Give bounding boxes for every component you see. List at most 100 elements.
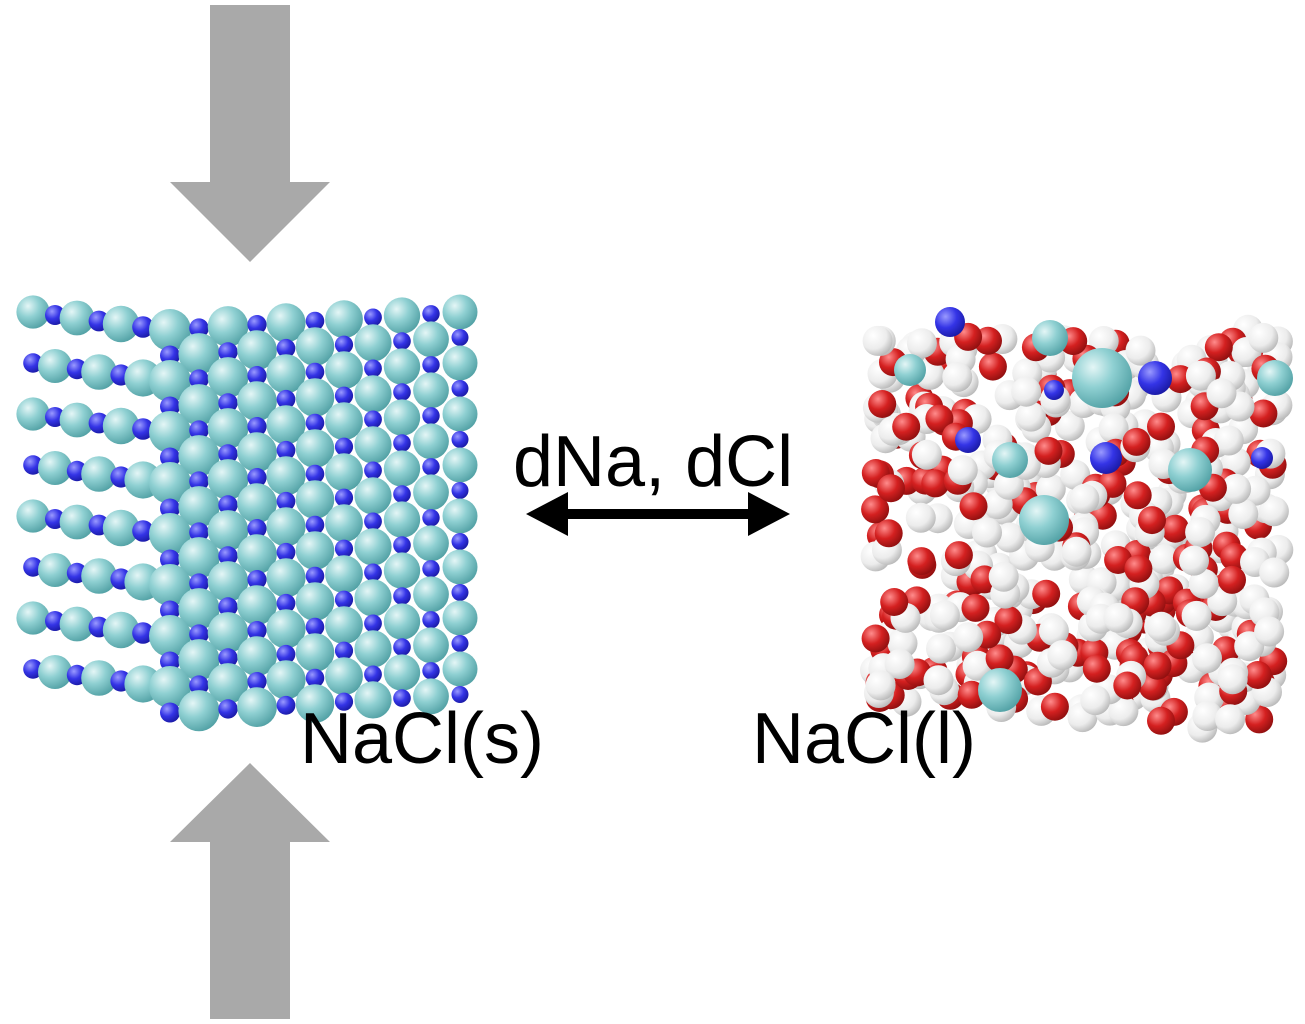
oxygen-atom xyxy=(868,390,897,418)
sodium-ion xyxy=(189,369,209,390)
chloride-ion xyxy=(102,305,140,343)
chloride-ion xyxy=(413,321,449,358)
hydrogen-atom xyxy=(926,633,956,664)
hydrogen-atom xyxy=(1217,664,1248,695)
sodium-ion xyxy=(218,393,238,413)
sodium-ion xyxy=(451,482,469,499)
sodium-ion xyxy=(334,539,354,558)
chloride-ion xyxy=(354,426,392,464)
chloride-ion xyxy=(16,601,50,635)
oxygen-atom xyxy=(1040,692,1069,721)
chloride-ion xyxy=(413,678,449,715)
sodium-ion xyxy=(393,638,411,656)
chloride-ion xyxy=(207,663,249,704)
oxygen-atom xyxy=(1124,554,1153,583)
oxygen-atom xyxy=(861,624,890,653)
sodium-ion xyxy=(276,593,296,613)
chloride-ion xyxy=(1032,320,1068,356)
oxygen-atom xyxy=(861,495,890,524)
chloride-ion xyxy=(325,555,363,594)
chloride-ion xyxy=(413,525,449,562)
chloride-ion xyxy=(1257,360,1293,396)
chloride-ion xyxy=(442,345,478,381)
chloride-ion xyxy=(16,499,50,533)
sodium-ion xyxy=(160,549,180,570)
hydrogen-atom xyxy=(906,328,937,359)
hydrogen-atom xyxy=(947,455,978,486)
hydrogen-atom xyxy=(1103,602,1134,633)
oxygen-atom xyxy=(1249,399,1278,428)
oxygen-atom xyxy=(1138,672,1167,701)
sodium-ion xyxy=(276,695,296,715)
sodium-ion xyxy=(189,318,209,339)
sodium-ion xyxy=(247,315,267,335)
hydrogen-atom xyxy=(1185,360,1216,391)
sodium-ion xyxy=(1251,447,1273,469)
chloride-ion xyxy=(207,510,249,551)
hydrogen-atom xyxy=(1254,616,1285,647)
chloride-ion xyxy=(149,564,191,606)
sodium-ion xyxy=(305,617,325,637)
sodium-ion xyxy=(393,587,411,605)
sodium-ion xyxy=(247,621,267,641)
oxygen-atom xyxy=(874,519,903,548)
chloride-ion xyxy=(442,498,478,534)
chloride-ion xyxy=(178,384,220,426)
sodium-ion xyxy=(247,570,267,590)
chloride-ion xyxy=(383,348,421,385)
chloride-ion xyxy=(413,372,449,409)
sodium-ion xyxy=(364,359,382,378)
chloride-ion xyxy=(237,636,277,676)
sodium-ion xyxy=(218,342,238,362)
sodium-ion xyxy=(422,305,440,323)
sodium-ion xyxy=(955,427,981,453)
sodium-ion xyxy=(364,308,382,327)
chloride-ion xyxy=(295,480,335,519)
sodium-ion xyxy=(422,560,440,578)
oxygen-atom xyxy=(1147,412,1175,441)
chloride-ion xyxy=(383,501,421,538)
hydrogen-atom xyxy=(1192,643,1222,674)
chloride-ion xyxy=(102,611,140,649)
oxygen-atom xyxy=(1204,333,1233,362)
sodium-ion xyxy=(247,468,267,488)
oxygen-atom xyxy=(1122,427,1151,456)
chloride-ion xyxy=(354,630,392,668)
oxygen-atom xyxy=(877,474,905,503)
hydrogen-atom xyxy=(884,649,915,679)
chloride-ion xyxy=(978,668,1022,712)
sodium-ion xyxy=(160,498,180,519)
sodium-ion xyxy=(451,635,469,652)
sodium-ion xyxy=(451,686,469,703)
sodium-ion xyxy=(218,648,238,668)
chloride-ion xyxy=(266,507,306,547)
sodium-ion xyxy=(451,380,469,397)
sodium-ion xyxy=(23,455,43,475)
chloride-ion xyxy=(178,639,220,681)
chloride-ion xyxy=(295,582,335,621)
chloride-ion xyxy=(266,456,306,496)
sodium-ion xyxy=(451,533,469,550)
sodium-ion xyxy=(160,702,180,723)
oxygen-atom xyxy=(1147,706,1175,735)
chloride-ion xyxy=(237,585,277,625)
sodium-ion xyxy=(276,338,296,358)
solid-phase-label: NaCl(s) xyxy=(300,699,544,779)
chloride-ion xyxy=(295,684,335,723)
oxygen-atom xyxy=(1123,481,1152,510)
chloride-ion xyxy=(207,459,249,500)
chloride-ion xyxy=(325,402,363,441)
chloride-ion xyxy=(354,324,392,362)
sodium-ion xyxy=(132,622,154,644)
sodium-ion xyxy=(23,353,43,373)
sodium-ion xyxy=(1138,361,1172,395)
chloride-ion xyxy=(266,303,306,343)
hydrogen-atom xyxy=(1181,600,1212,631)
sodium-ion xyxy=(247,417,267,437)
sodium-ion xyxy=(276,389,296,409)
hydrogen-atom xyxy=(1108,696,1139,727)
chloride-ion xyxy=(295,429,335,468)
sodium-ion xyxy=(334,437,354,456)
sodium-ion xyxy=(393,383,411,401)
